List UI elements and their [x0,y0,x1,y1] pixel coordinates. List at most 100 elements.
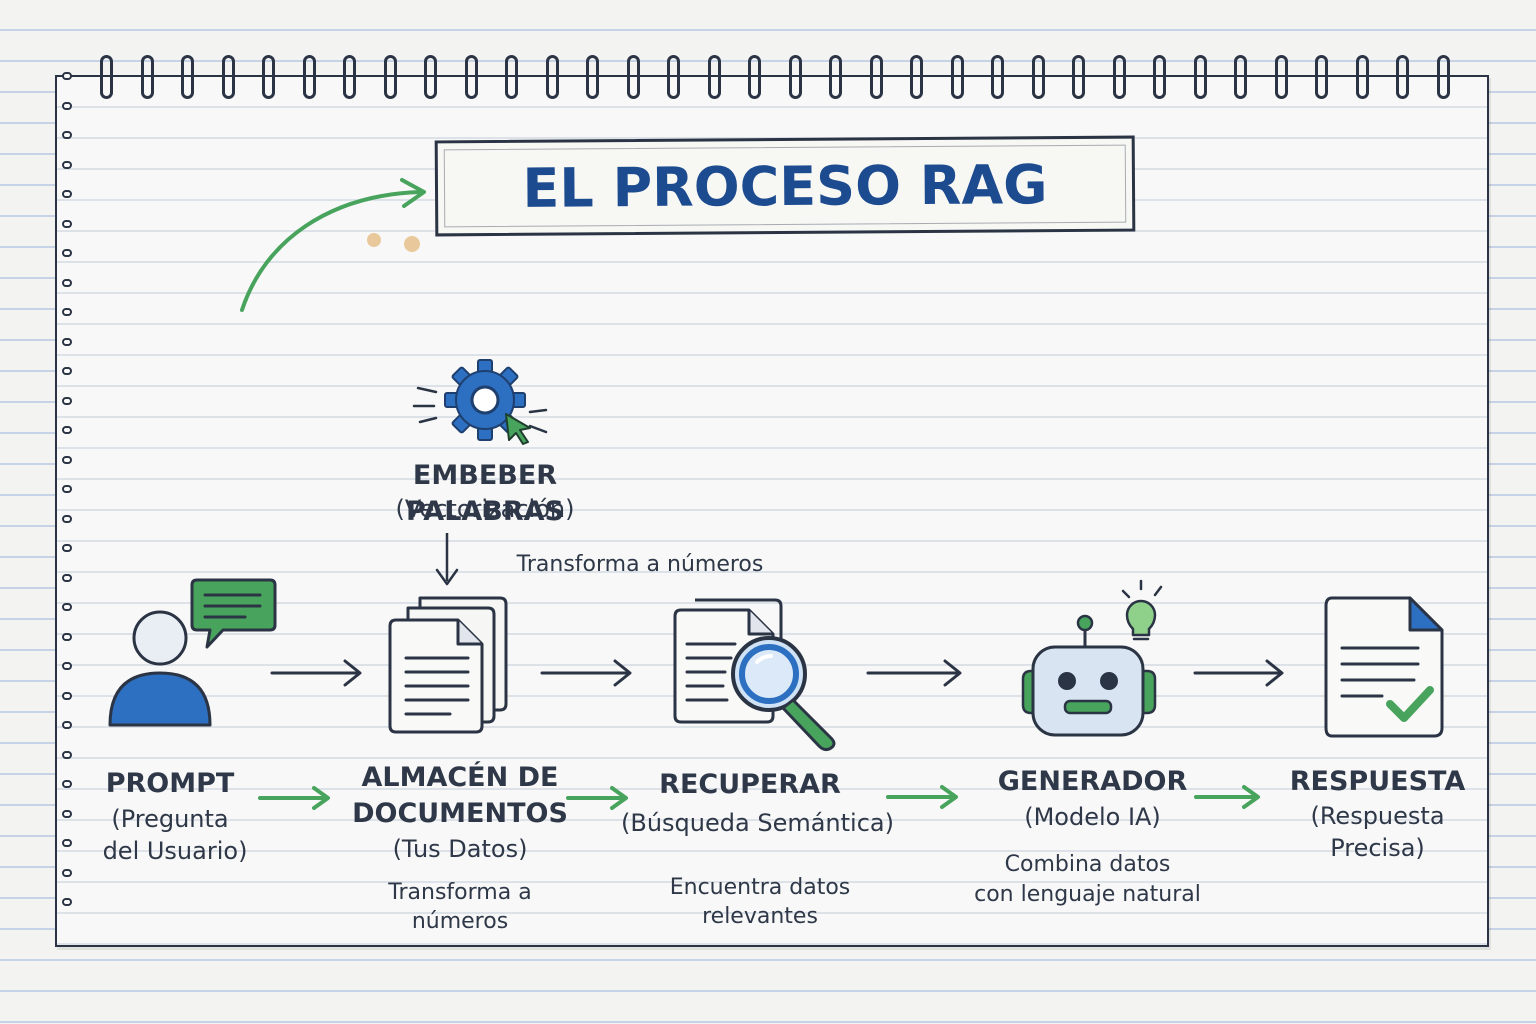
spiral-ring [424,55,437,99]
prompt-subtitle-line1: (Pregunta [111,805,229,833]
binding-hole [62,544,72,552]
flow-arrow-icon [866,659,962,687]
spiral-ring [1031,55,1045,99]
spiral-ring [181,55,194,99]
embed-subtitle: (Vectorización) [395,495,575,523]
spiral-ring [869,55,883,99]
binding-hole [62,839,72,847]
spiral-ring [100,55,113,99]
binding-hole [62,308,72,316]
gear-cursor-icon [412,359,548,445]
almacen-heading-line1: ALMACÉN DE [361,762,559,793]
spiral-ring [748,55,761,99]
binding-hole [62,750,72,759]
robot-lightbulb-icon [1021,579,1163,737]
spiral-ring [343,55,356,99]
flow-arrow-icon [1193,659,1284,687]
dot-icon [404,236,420,252]
spiral-ring [1355,55,1369,99]
document-search-icon [673,598,836,752]
binding-hole [62,573,72,582]
almacen-heading-line2: DOCUMENTOS [352,798,568,829]
curved-arrow-icon [240,178,426,312]
spiral-ring [788,55,802,99]
generador-note-line2: con lenguaje natural [974,882,1201,907]
binding-hole [62,219,72,228]
binding-hole [62,632,72,641]
down-arrow-icon [435,533,459,586]
respuesta-subtitle-line2: Precisa) [1330,834,1425,862]
spiral-ring [1112,55,1126,99]
spiral-ring [1436,55,1450,99]
dot-icon [367,233,381,247]
spiral-ring [707,55,721,99]
binding-hole [62,249,72,257]
almacen-note-line2: números [411,909,509,934]
spiral-ring [1072,55,1085,99]
spiral-ring [140,55,154,99]
binding-hole [62,809,72,818]
binding-hole [62,367,72,375]
binding-hole [62,101,72,110]
user-chat-icon [108,578,277,727]
spiral-ring [383,55,397,99]
binding-hole [62,396,72,405]
spiral-ring [545,55,559,99]
recuperar-note-line2: relevantes [702,904,818,929]
generador-heading: GENERADOR [997,766,1188,797]
green-arrow-icon [1194,785,1260,809]
spiral-ring [586,55,599,99]
embed-note: Transforma a números [516,552,764,577]
spiral-ring [991,55,1004,99]
flow-arrow-icon [270,659,362,687]
almacen-note-line1: Transforma a [388,880,532,905]
spiral-ring [505,55,518,99]
binding-hole [62,868,72,877]
prompt-subtitle-line2: del Usuario) [102,837,248,865]
spiral-ring [1396,55,1409,99]
binding-hole [62,721,72,729]
binding-hole [62,691,72,700]
spiral-ring [302,55,316,99]
binding-hole [62,485,72,493]
respuesta-heading: RESPUESTA [1289,766,1466,797]
spiral-ring [910,55,923,99]
binding-hole [62,131,72,139]
spiral-ring [626,55,640,99]
spiral-ring [829,55,842,99]
prompt-heading: PROMPT [105,768,235,799]
flow-arrow-icon [540,659,632,687]
binding-hole [62,662,72,670]
binding-hole [62,278,72,287]
almacen-subtitle: (Tus Datos) [392,835,528,863]
respuesta-subtitle-line1: (Respuesta [1310,802,1445,830]
green-arrow-icon [886,785,958,809]
binding-hole [62,455,72,464]
recuperar-heading: RECUPERAR [659,769,841,800]
spiral-ring [464,55,478,99]
green-arrow-icon [566,786,628,810]
spiral-ring [1153,55,1166,99]
recuperar-note-line1: Encuentra datos [669,875,851,900]
documents-stack-icon [388,596,508,734]
document-check-icon [1324,596,1444,738]
binding-hole [62,780,72,788]
spiral-ring [1274,55,1288,99]
generador-note-line1: Combina datos [1004,852,1171,877]
spiral-ring [1193,55,1207,99]
spiral-ring [1315,55,1328,99]
embed-heading: EMBEBER PALABRAS [405,460,565,527]
spiral-ring [1234,55,1247,99]
binding-hole [62,72,72,80]
spiral-ring [667,55,680,99]
spiral-ring [950,55,964,99]
generador-subtitle: (Modelo IA) [1024,803,1161,831]
binding-hole [62,426,72,434]
binding-hole [62,160,72,169]
binding-hole [62,190,72,198]
spiral-ring [262,55,275,99]
binding-hole [62,603,72,611]
recuperar-subtitle: (Búsqueda Semántica) [621,809,894,837]
binding-hole [62,898,72,906]
